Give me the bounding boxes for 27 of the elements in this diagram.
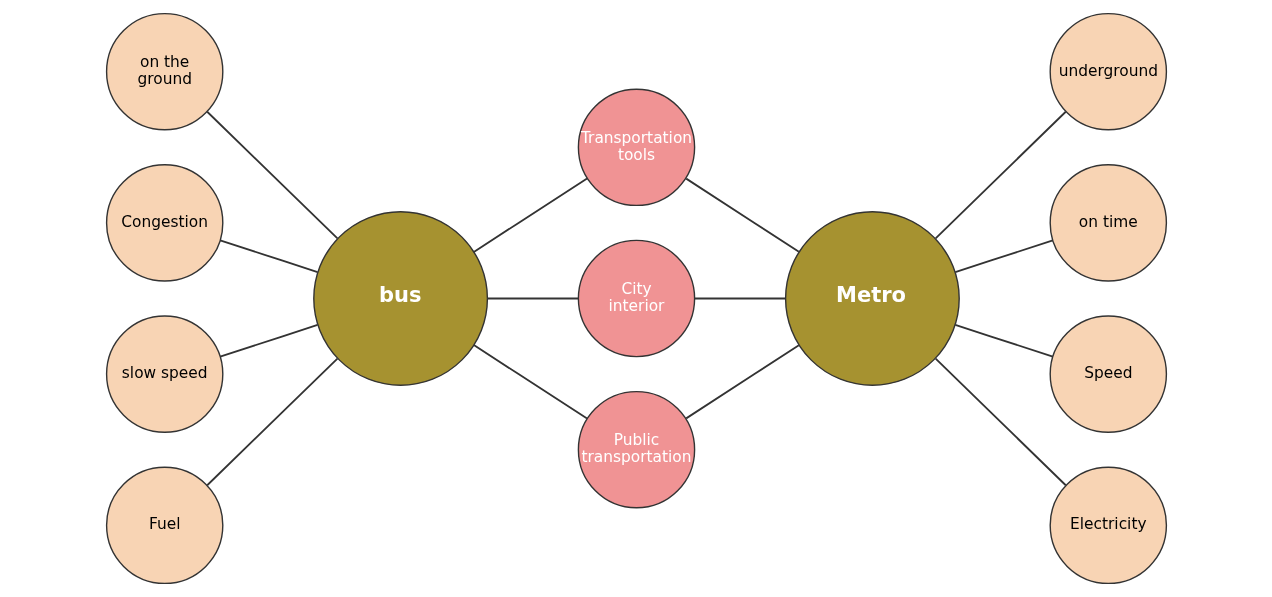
node-circle: Fuel xyxy=(105,466,223,585)
connector xyxy=(684,344,800,420)
node-circle: slow speed xyxy=(105,315,223,433)
node-circle: Metro xyxy=(784,211,960,386)
connector xyxy=(486,297,579,300)
node-circle: Transportation tools xyxy=(577,88,695,207)
connector xyxy=(684,177,800,253)
node-circle: City interior xyxy=(577,239,695,358)
connector xyxy=(472,344,588,420)
node-circle: Public transportation xyxy=(577,390,695,509)
connector xyxy=(205,357,338,487)
node-circle: Electricity xyxy=(1049,466,1167,585)
connector xyxy=(934,357,1067,487)
connector xyxy=(218,324,318,358)
connector xyxy=(953,239,1054,273)
node-circle: on the ground xyxy=(105,12,223,131)
connector xyxy=(205,110,338,240)
connector xyxy=(693,297,786,300)
connector xyxy=(218,239,318,273)
node-circle: Speed xyxy=(1049,315,1167,433)
connector xyxy=(472,177,588,253)
node-circle: underground xyxy=(1049,12,1167,131)
connector xyxy=(934,110,1067,240)
node-circle: Congestion xyxy=(105,164,223,282)
node-circle: on time xyxy=(1049,164,1167,282)
node-circle: bus xyxy=(312,211,488,386)
connector xyxy=(953,324,1054,358)
